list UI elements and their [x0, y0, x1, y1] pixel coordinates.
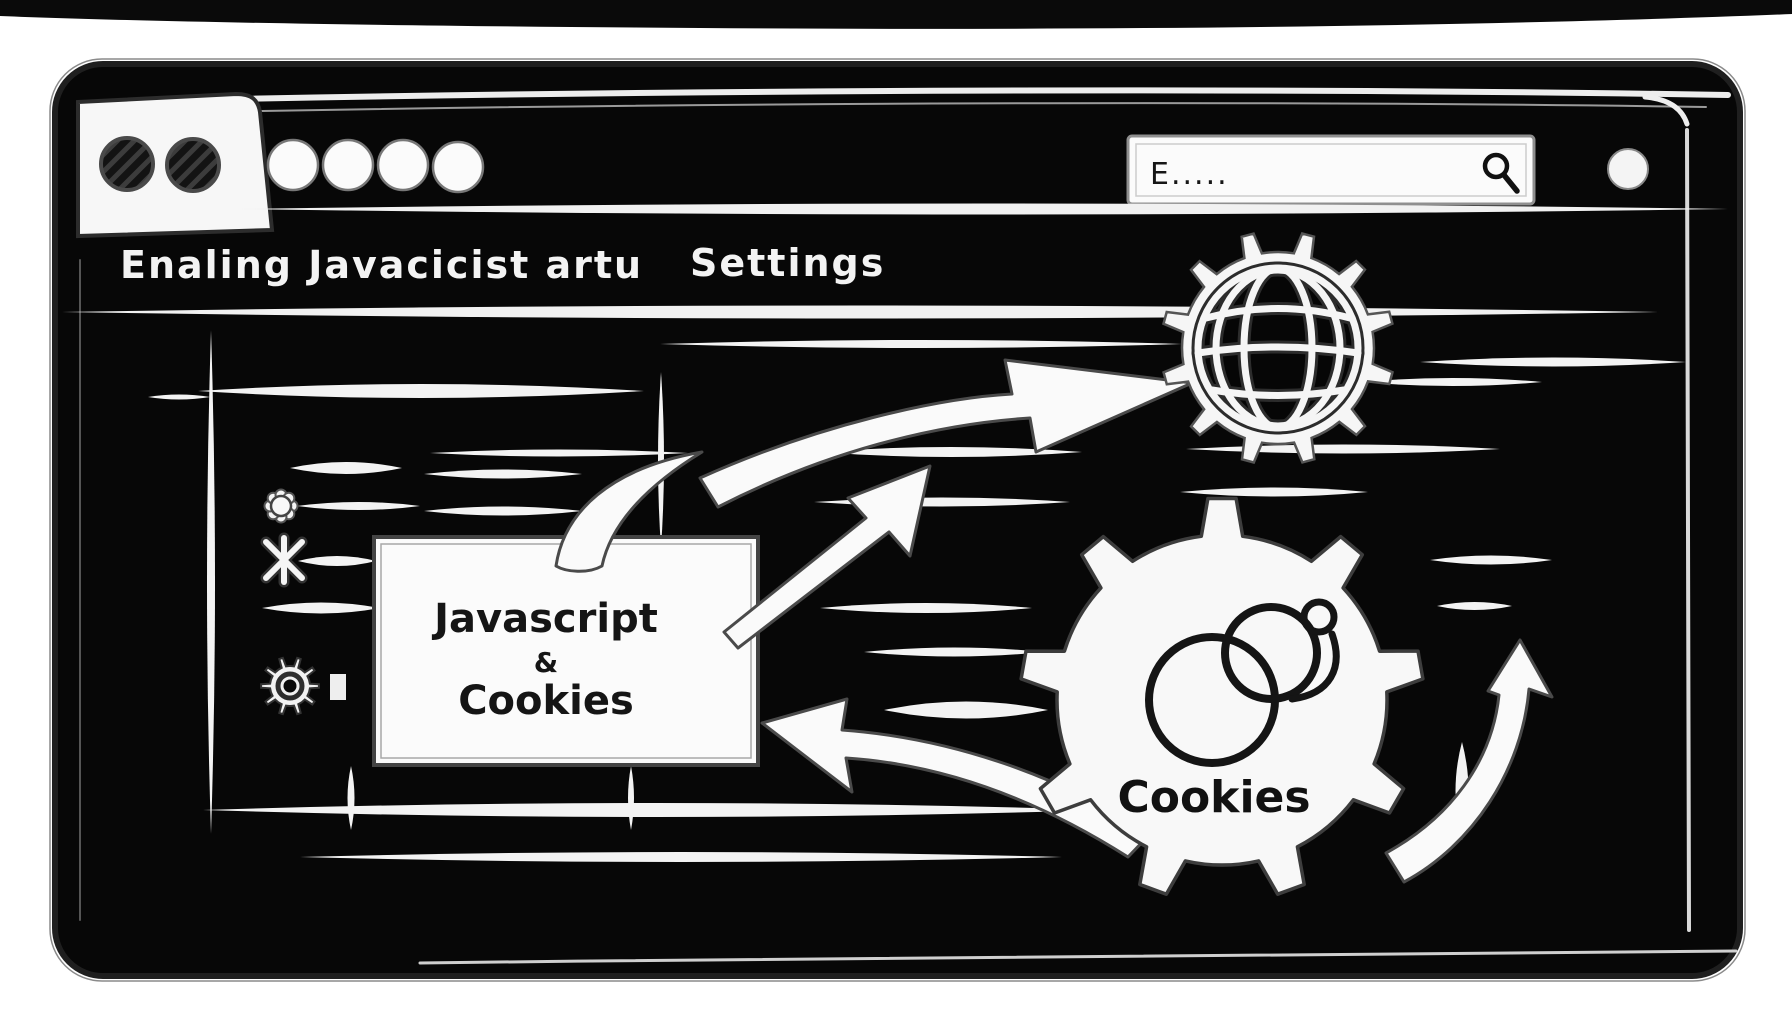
- motion-streak: [1180, 487, 1368, 497]
- toolbar-dot-1[interactable]: [266, 138, 320, 192]
- search-input-inner-line: [1135, 143, 1527, 197]
- motion-streak: [198, 384, 644, 398]
- window-button-2[interactable]: [165, 137, 221, 193]
- motion-streak: [1437, 602, 1512, 610]
- motion-streak: [297, 502, 420, 510]
- arrow-swoosh: [554, 450, 704, 573]
- top-ink-band: [0, 0, 1792, 29]
- motion-streak: [424, 506, 582, 516]
- window-circle-button[interactable]: [1607, 148, 1649, 190]
- window-outer-sketch-line: [49, 58, 1746, 982]
- box-frame: [372, 535, 760, 767]
- cookie-circles: [1145, 598, 1340, 767]
- motion-streak: [207, 330, 215, 834]
- box-label-line1: Javascript: [431, 596, 658, 642]
- search-input[interactable]: [1126, 134, 1536, 206]
- motion-streak: [884, 701, 1048, 719]
- panel-notch: [330, 674, 346, 700]
- motion-streak: [660, 340, 1182, 348]
- arrow-diagonal: [722, 464, 932, 650]
- motion-streak: [658, 372, 664, 548]
- page-title-right: Settings: [690, 241, 885, 285]
- motion-streak: [430, 449, 688, 457]
- toolbar-dot-3[interactable]: [376, 138, 430, 192]
- arrow-to-globe: [698, 358, 1194, 509]
- motion-streak: [203, 803, 1108, 817]
- search-text: E.....: [1150, 157, 1229, 192]
- motion-streak: [262, 602, 380, 614]
- flower-icon: [263, 488, 299, 524]
- search-bar[interactable]: E.....: [1126, 134, 1536, 206]
- cookies-gear-icon: Cookies: [1019, 496, 1425, 896]
- motion-streak: [347, 766, 355, 830]
- toolbar-dots: [266, 138, 485, 194]
- motion-streak: [298, 556, 376, 566]
- snowflake-icon: [260, 532, 308, 588]
- arrow-curl: [1384, 638, 1554, 884]
- motion-streak: [300, 852, 1062, 862]
- motion-streak: [1420, 357, 1686, 367]
- box-label-line2: &: [534, 646, 558, 679]
- box-label-line3: Cookies: [458, 678, 634, 724]
- javascript-cookies-box: Javascript & Cookies: [372, 535, 760, 767]
- motion-streak: [1430, 555, 1552, 565]
- globe-gear-icon: [1162, 232, 1394, 464]
- window-frame-highlights: [79, 87, 1738, 965]
- arrows: [554, 358, 1194, 859]
- window-button-1[interactable]: [99, 136, 155, 192]
- motion-streak: [1186, 444, 1500, 454]
- settings-panel-icons: [260, 488, 346, 716]
- motion-streak: [1363, 378, 1542, 386]
- motion-streak: [820, 603, 1032, 613]
- page-title-left: Enaling Javacicist artu: [120, 243, 643, 287]
- motion-streak: [820, 447, 1082, 457]
- motion-streak: [148, 394, 210, 400]
- tab-divider: [240, 203, 1728, 215]
- motion-streak: [290, 462, 402, 474]
- motion-streak: [864, 647, 1044, 657]
- motion-streak: [628, 766, 634, 830]
- cookies-label: Cookies: [1117, 772, 1310, 823]
- toolbar-dot-2[interactable]: [321, 138, 375, 192]
- toolbar-dot-4[interactable]: [431, 140, 485, 194]
- gear-icon: [260, 656, 320, 716]
- motion-streaks: [148, 330, 1686, 862]
- motion-streak: [424, 469, 582, 479]
- search-icon[interactable]: [1482, 152, 1520, 194]
